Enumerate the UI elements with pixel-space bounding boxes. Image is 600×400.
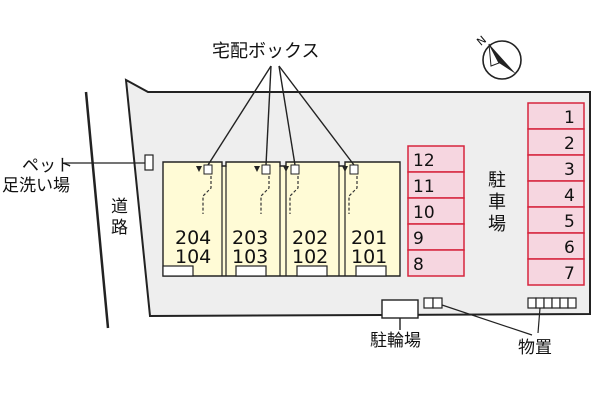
parking-label-3: 3 [564,160,575,180]
parking-label-10: 10 [413,203,435,223]
unit-lower-3: 102 [292,246,328,268]
unit-lower-1: 104 [175,246,211,268]
road-label-1: 道 [111,197,128,217]
parking-label-7: 7 [564,264,575,284]
parking-lot-label-2: 車 [488,192,506,213]
unit-labels: 204 104 203 103 202 102 201 101 [175,227,387,268]
parking-label-11: 11 [413,177,435,197]
parking-space-3 [527,154,585,182]
storage-leaders [441,304,541,336]
unit-lower-2: 103 [232,246,268,268]
parking-lot-label-1: 駐 [488,170,506,191]
unit-upper-4: 201 [351,227,387,249]
parking-space-12 [407,145,465,173]
parking-right [527,102,585,286]
road-edge [84,91,110,329]
compass-n-label: N [474,33,489,48]
compass-arrow-icon: N [474,33,522,80]
parking-left-labels: 12 11 10 9 8 [413,151,435,275]
unit-upper-1: 204 [175,227,211,249]
pet-wash-station [144,154,154,171]
parking-label-1: 1 [564,108,575,128]
parking-space-8 [407,249,465,277]
parking-label-6: 6 [564,238,575,258]
parking-space-6 [527,232,585,260]
parking-label-4: 4 [564,186,575,206]
bicycle-parking [381,299,419,319]
bicycle-parking-label: 駐輪場 [370,331,421,351]
parking-label-12: 12 [413,151,435,171]
pet-wash-label-2: 足洗い場 [2,176,70,196]
road-label-2: 路 [111,218,128,238]
parking-left [407,145,465,277]
parking-right-labels: 1 2 3 4 5 6 7 [564,108,575,284]
delivery-box-leaders [207,65,355,166]
storage-label: 物置 [518,338,552,358]
parking-label-8: 8 [413,255,424,275]
delivery-box-label: 宅配ボックス [212,41,319,62]
pet-wash-label-1: ペット [22,156,73,176]
unit-upper-2: 203 [232,227,268,249]
parking-label-9: 9 [413,229,424,249]
parking-space-4 [527,180,585,208]
parking-space-7 [527,258,585,286]
parking-label-2: 2 [564,134,575,154]
parking-label-5: 5 [564,212,575,232]
parking-space-2 [527,128,585,156]
parking-space-1 [527,102,585,130]
parking-lot-label-3: 場 [488,214,506,235]
unit-lower-4: 101 [351,246,387,268]
parking-space-5 [527,206,585,234]
storage-sheds [423,297,577,309]
unit-upper-3: 202 [292,227,328,249]
apartment-building [162,161,401,277]
